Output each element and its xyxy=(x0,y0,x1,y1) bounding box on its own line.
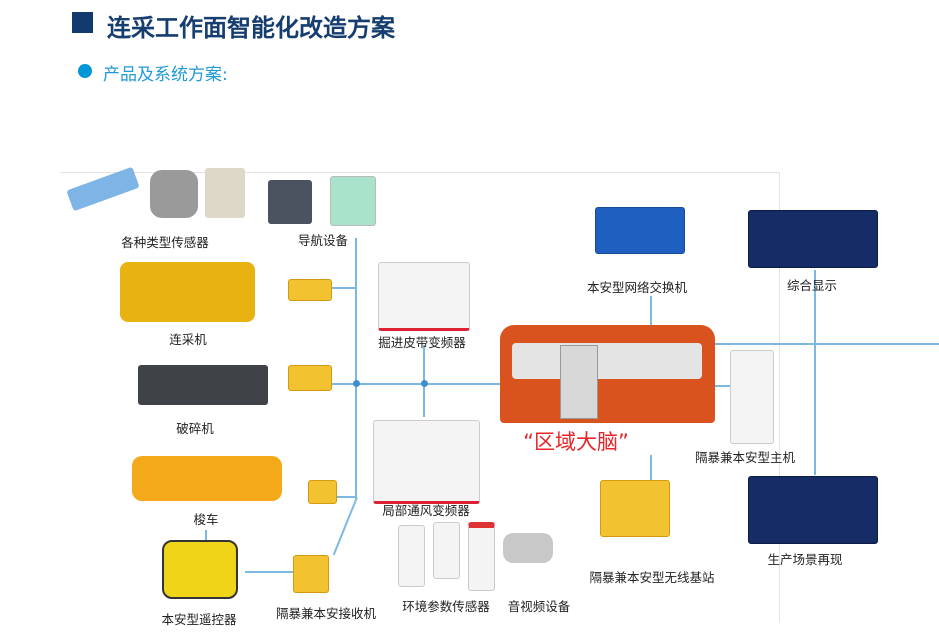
scene-replay-screen-image xyxy=(748,476,878,544)
bus-line-left xyxy=(355,238,357,500)
link-miner xyxy=(332,287,356,289)
shuttle-car-image xyxy=(132,456,282,501)
link-right-vertical xyxy=(814,270,816,475)
brain-cabin-image xyxy=(500,325,715,423)
sensor-image xyxy=(66,166,140,212)
label-host: 隔暴兼本安型主机 xyxy=(694,450,796,465)
host-image xyxy=(730,350,774,444)
label-sensors: 各种类型传感器 xyxy=(121,235,209,250)
controller-box-image xyxy=(288,279,332,301)
belt-inverter-image xyxy=(378,262,470,331)
label-display: 综合显示 xyxy=(786,278,838,293)
label-base-station: 隔暴兼本安型无线基站 xyxy=(589,570,715,585)
navigation-device-image xyxy=(330,176,376,226)
display-screen-image xyxy=(748,210,878,268)
link-host xyxy=(715,385,731,387)
controller-box-image xyxy=(288,365,332,391)
label-belt-inverter: 掘进皮带变频器 xyxy=(378,335,466,350)
link-switch xyxy=(650,296,652,328)
label-regional-brain: “区域大脑” xyxy=(523,430,629,454)
navigation-device-image xyxy=(268,180,312,224)
crusher-image xyxy=(138,365,268,405)
controller-box-image xyxy=(308,480,337,504)
link-shuttle xyxy=(335,496,356,498)
sensor-image xyxy=(205,168,245,218)
base-station-image xyxy=(600,480,670,537)
remote-control-image xyxy=(162,540,238,599)
env-sensor-image xyxy=(433,522,460,579)
label-remote-control: 本安型遥控器 xyxy=(161,612,237,627)
label-fan-inverter: 局部通风变频器 xyxy=(382,503,470,518)
label-env-sensors: 环境参数传感器 xyxy=(402,599,490,614)
frame-line-top xyxy=(60,172,780,173)
label-av-devices: 音视频设备 xyxy=(507,599,571,614)
continuous-miner-image xyxy=(120,262,255,322)
sensor-image xyxy=(150,170,198,218)
bullet-icon xyxy=(78,64,92,78)
bus-line-diagonal xyxy=(332,497,358,556)
link-remote xyxy=(245,571,295,573)
label-continuous-miner: 连采机 xyxy=(169,332,207,347)
label-shuttle-car: 梭车 xyxy=(193,512,219,527)
link-base-station xyxy=(650,455,652,481)
env-sensor-image xyxy=(398,525,425,587)
subtitle: 产品及系统方案: xyxy=(103,65,228,85)
bus-line-horizontal xyxy=(330,383,500,385)
title-square-icon xyxy=(72,12,93,33)
junction-dot xyxy=(421,380,428,387)
label-navigation: 导航设备 xyxy=(297,233,349,248)
receiver-image xyxy=(293,555,329,593)
frame-line-right xyxy=(779,172,780,622)
label-network-switch: 本安型网络交换机 xyxy=(586,280,688,295)
env-sensor-image xyxy=(468,522,495,591)
link-right-bus xyxy=(715,343,939,345)
fan-inverter-image xyxy=(373,420,480,504)
page-title: 连采工作面智能化改造方案 xyxy=(107,14,395,42)
label-receiver: 隔暴兼本安接收机 xyxy=(275,606,377,621)
junction-dot xyxy=(353,380,360,387)
label-crusher: 破碎机 xyxy=(176,421,214,436)
link-shuttle-remote xyxy=(205,530,207,545)
label-scene-replay: 生产场景再现 xyxy=(767,552,843,567)
camera-image xyxy=(503,533,553,563)
network-switch-image xyxy=(595,207,685,254)
